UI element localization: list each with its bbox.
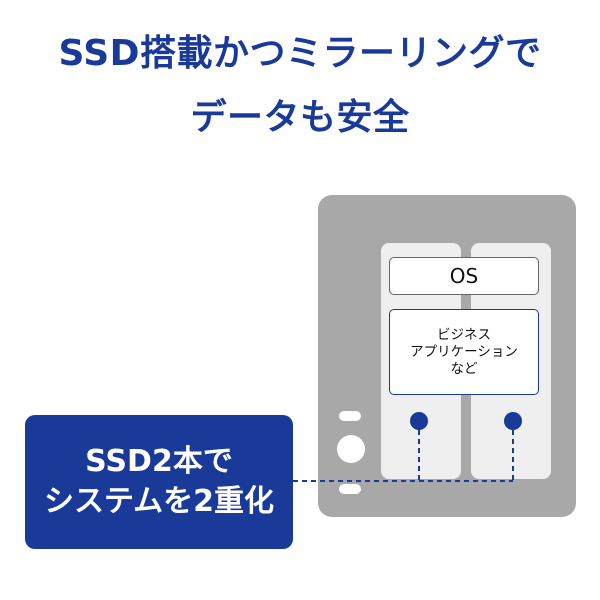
nas-device: OS ビジネス アプリケーション など: [318, 195, 576, 517]
power-button: [337, 435, 365, 463]
apps-line-2: アプリケーション: [410, 343, 518, 360]
apps-line-1: ビジネス: [437, 326, 491, 343]
os-box: OS: [389, 257, 539, 295]
os-label: OS: [449, 264, 479, 288]
callout-line-1: SSD2本で: [85, 444, 233, 479]
ssd-callout-box: SSD2本で システムを2重化: [25, 415, 293, 549]
headline-line-1: SSD搭載かつミラーリングで: [58, 33, 542, 74]
applications-box: ビジネス アプリケーション など: [389, 309, 539, 395]
apps-line-3: など: [450, 360, 478, 377]
device-slot-top: [339, 411, 361, 421]
headline-line-2: データも安全: [190, 97, 410, 138]
callout-line-2: システムを2重化: [44, 484, 274, 519]
device-slot-bottom: [339, 484, 361, 494]
